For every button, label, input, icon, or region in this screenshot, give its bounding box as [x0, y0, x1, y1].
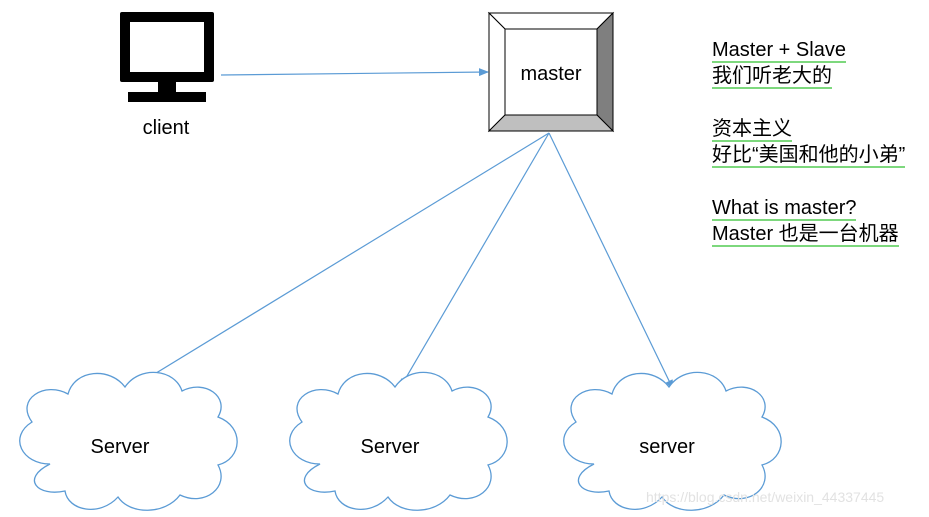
master-to-server-3-arrow [548, 132, 674, 390]
server-label-1: Server [91, 436, 150, 458]
note-gap [712, 89, 927, 116]
note-line-1: Master + Slave [712, 37, 927, 63]
server-label-2: Server [361, 436, 420, 458]
note-line-3: 资本主义 [712, 116, 927, 142]
client-label: client [143, 117, 190, 139]
server-cloud-1 [19, 371, 238, 511]
watermark: https://blog.csdn.net/weixin_44337445 [646, 489, 885, 505]
note-gap [712, 168, 927, 195]
master-label: master [520, 63, 581, 85]
client-to-master-arrow [220, 68, 489, 77]
note-line-6: Master 也是一台机器 [712, 221, 927, 247]
note-text-3: 资本主义 [712, 118, 792, 142]
note-line-2: 我们听老大的 [712, 63, 927, 89]
master-node [487, 11, 615, 133]
notes-panel: Master + Slave 我们听老大的 资本主义 好比“美国和他的小弟” W… [712, 37, 927, 247]
master-to-server-1-arrow [129, 132, 550, 390]
note-line-4: 好比“美国和他的小弟” [712, 142, 927, 168]
note-line-5: What is master? [712, 195, 927, 221]
client-monitor-icon [120, 12, 214, 102]
note-text-5: What is master? [712, 197, 857, 221]
note-text-1: Master + Slave [712, 39, 846, 63]
server-cloud-3 [563, 371, 782, 511]
note-text-4: 好比“美国和他的小弟” [712, 144, 906, 168]
server-label-3: server [639, 436, 695, 458]
server-cloud-2 [289, 371, 508, 511]
master-to-server-2-arrow [399, 132, 550, 389]
note-text-2: 我们听老大的 [712, 65, 832, 89]
note-text-6: Master 也是一台机器 [712, 223, 899, 247]
